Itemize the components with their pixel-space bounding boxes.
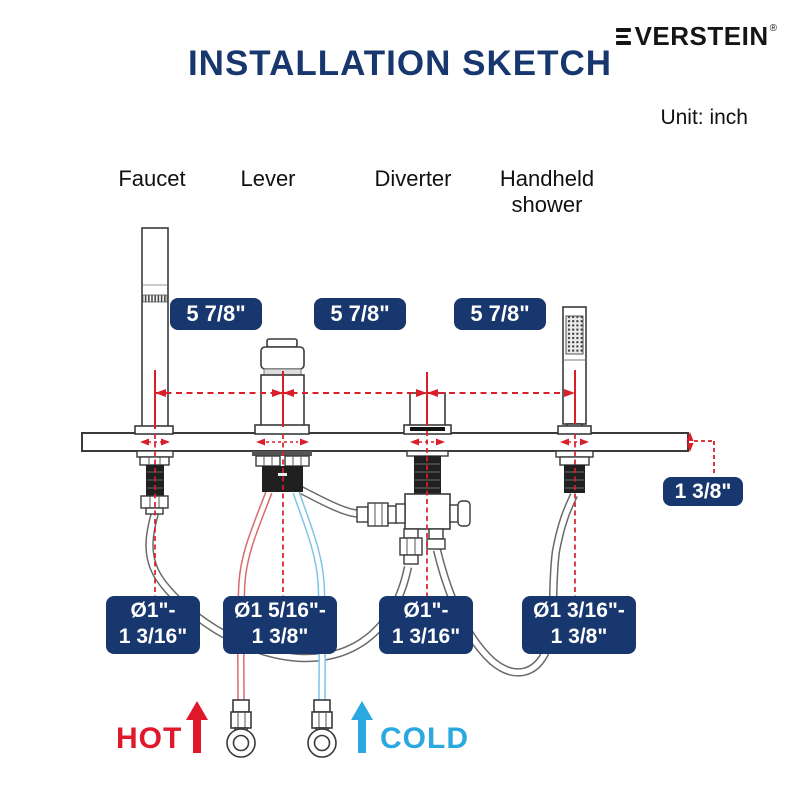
dimension-lines — [140, 370, 715, 596]
hole-badge-faucet-line2: 1 3/16" — [118, 625, 188, 648]
lever-below-deck — [252, 451, 312, 492]
diverter-inlet-connector — [356, 502, 398, 527]
label-lever: Lever — [240, 166, 296, 191]
label-diverter: Diverter — [374, 166, 452, 191]
hole-badge-handheld-line1: Ø1 3/16"- — [533, 599, 625, 622]
diverter-below-deck — [395, 450, 471, 565]
unit-note: Unit: inch — [660, 106, 748, 129]
page-title: INSTALLATION SKETCH — [187, 44, 613, 83]
brand-logo-text: VERSTEIN — [634, 21, 769, 51]
spacing-badge-1: 5 7/8" — [170, 298, 262, 330]
spacing-badge-2: 5 7/8" — [314, 298, 406, 330]
label-faucet: Faucet — [118, 166, 186, 191]
hole-badge-lever: Ø1 5/16"- 1 3/8" — [223, 596, 337, 654]
hot-label: HOT — [116, 722, 183, 755]
label-handheld-shower: Handheld shower — [487, 166, 607, 218]
cold-label: COLD — [380, 722, 469, 755]
hot-hose-end-fitting — [226, 699, 256, 758]
lever-to-diverter-hose — [297, 485, 364, 519]
registered-trademark: ® — [769, 23, 777, 34]
spacing-badge-3: 5 7/8" — [454, 298, 546, 330]
cold-hose-end-fitting — [307, 699, 337, 758]
cold-arrow-icon — [351, 701, 373, 753]
handheld-shower-wand — [557, 306, 592, 435]
deck-thickness-badge: 1 3/8" — [663, 477, 743, 506]
hole-badge-lever-line1: Ø1 5/16"- — [234, 599, 326, 622]
hole-badge-diverter: Ø1"- 1 3/16" — [379, 596, 473, 654]
hole-badge-lever-line2: 1 3/8" — [251, 625, 309, 648]
brand-logo: VERSTEIN ® — [615, 21, 777, 52]
hole-badge-handheld: Ø1 3/16"- 1 3/8" — [522, 596, 636, 654]
brand-logo-e-icon — [615, 28, 631, 45]
hole-badge-diverter-line2: 1 3/16" — [391, 625, 461, 648]
hole-badge-handheld-line2: 1 3/8" — [550, 625, 608, 648]
label-handheld-line2: shower — [511, 192, 583, 217]
hole-badge-faucet-line1: Ø1"- — [130, 599, 176, 622]
mounting-deck — [81, 432, 689, 452]
hot-arrow-icon — [186, 701, 208, 753]
label-handheld-line1: Handheld — [499, 166, 595, 191]
hole-badge-diverter-line1: Ø1"- — [403, 599, 449, 622]
cold-supply-hose — [292, 490, 326, 707]
hot-supply-hose — [237, 490, 273, 707]
hole-badge-faucet: Ø1"- 1 3/16" — [106, 596, 200, 654]
